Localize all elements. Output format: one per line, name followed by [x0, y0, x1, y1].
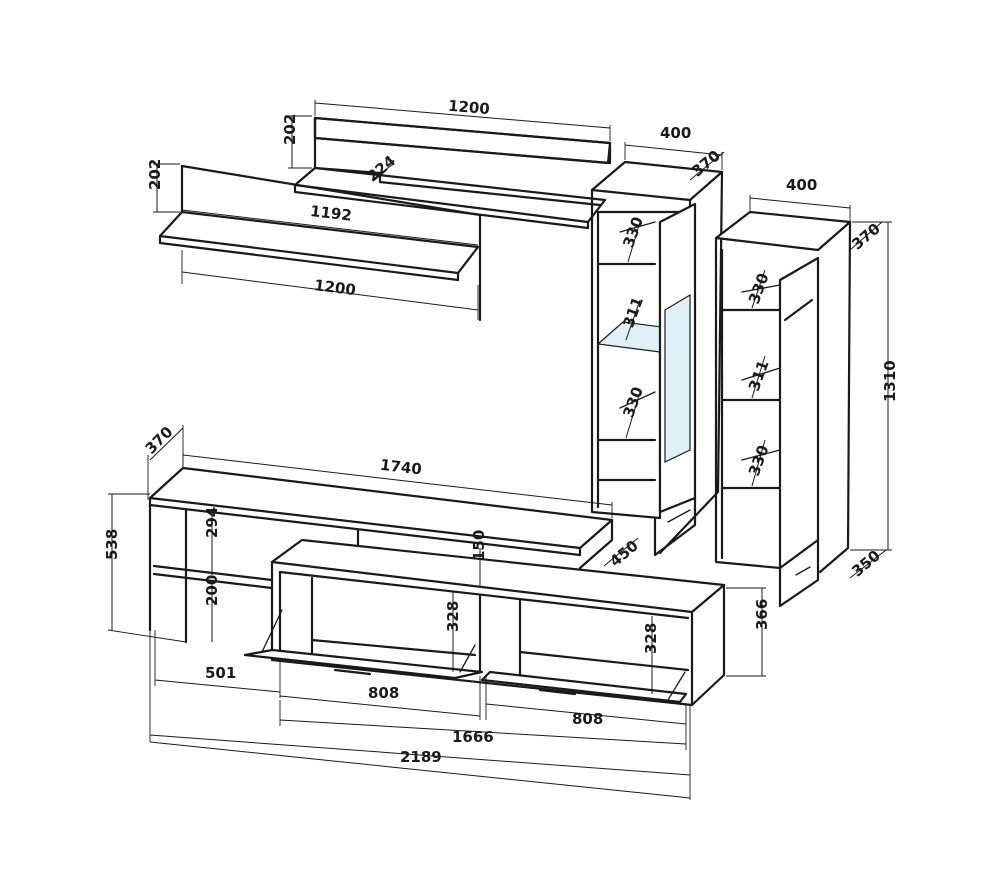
right-cabinet	[714, 210, 852, 608]
dim-tv-top-width: 1740	[379, 456, 423, 479]
dim-wall-long-width: 1200	[447, 97, 490, 118]
dim-wall-short-height: 202	[146, 159, 164, 190]
dim-left-cab-shelf1: 330	[619, 214, 647, 250]
dim-tv-open-upper: 294	[203, 507, 221, 538]
dim-tv-inner-right: 328	[642, 623, 660, 654]
dim-tv-height: 538	[103, 529, 121, 560]
dim-left-cab-width: 400	[660, 124, 691, 142]
dim-tv-box-width: 1666	[452, 728, 494, 746]
dim-tv-open-lower: 200	[203, 575, 221, 606]
dim-wall-long-height: 202	[281, 114, 299, 145]
dim-right-cab-shelf3: 330	[745, 443, 773, 479]
wall-shelf-long	[293, 116, 612, 230]
wall-shelf-short	[158, 164, 482, 322]
dim-tv-left-section: 501	[205, 664, 236, 682]
dim-right-cab-shelf1: 330	[745, 271, 773, 307]
dim-tv-depth: 370	[142, 423, 177, 458]
dim-right-cab-shelf2: 311	[745, 358, 773, 394]
dim-right-cab-width: 400	[786, 176, 817, 194]
dim-tv-inner-left: 328	[444, 601, 462, 632]
dim-wall-short-width: 1200	[313, 276, 357, 299]
dim-wall-short-inner: 1192	[309, 202, 353, 225]
dim-left-cab-shelf3: 330	[619, 384, 647, 420]
dim-right-cab-height: 1310	[881, 360, 899, 402]
tv-unit	[148, 466, 726, 707]
dim-tv-box-height: 366	[753, 599, 771, 630]
dim-tv-door-right: 808	[572, 710, 603, 728]
left-cabinet	[590, 160, 724, 557]
dim-tv-total-width: 2189	[400, 748, 442, 766]
dim-tv-shelf-gap: 150	[470, 530, 488, 561]
dimension-lines	[107, 100, 892, 800]
dim-tv-door-left: 808	[368, 684, 399, 702]
